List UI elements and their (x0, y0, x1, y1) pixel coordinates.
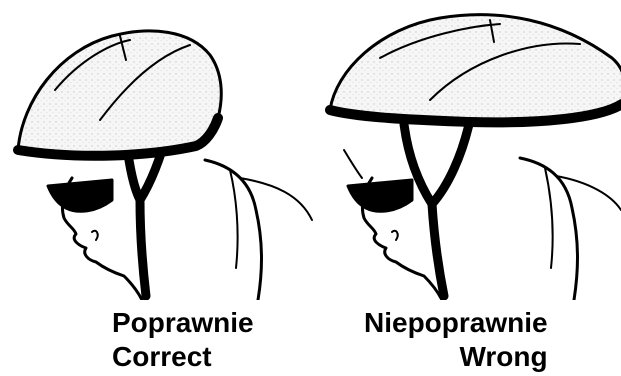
correct-label-polish: Poprawnie (112, 306, 254, 340)
correct-label-english: Correct (112, 340, 254, 374)
wrong-label-english: Wrong (364, 340, 548, 374)
correct-fit-illustration (18, 31, 312, 300)
correct-caption: Poprawnie Correct (112, 306, 254, 374)
helmet-fit-diagram (0, 0, 621, 300)
wrong-fit-illustration (330, 15, 621, 300)
wrong-label-polish: Niepoprawnie (364, 306, 548, 340)
wrong-caption: Niepoprawnie Wrong (364, 306, 548, 374)
